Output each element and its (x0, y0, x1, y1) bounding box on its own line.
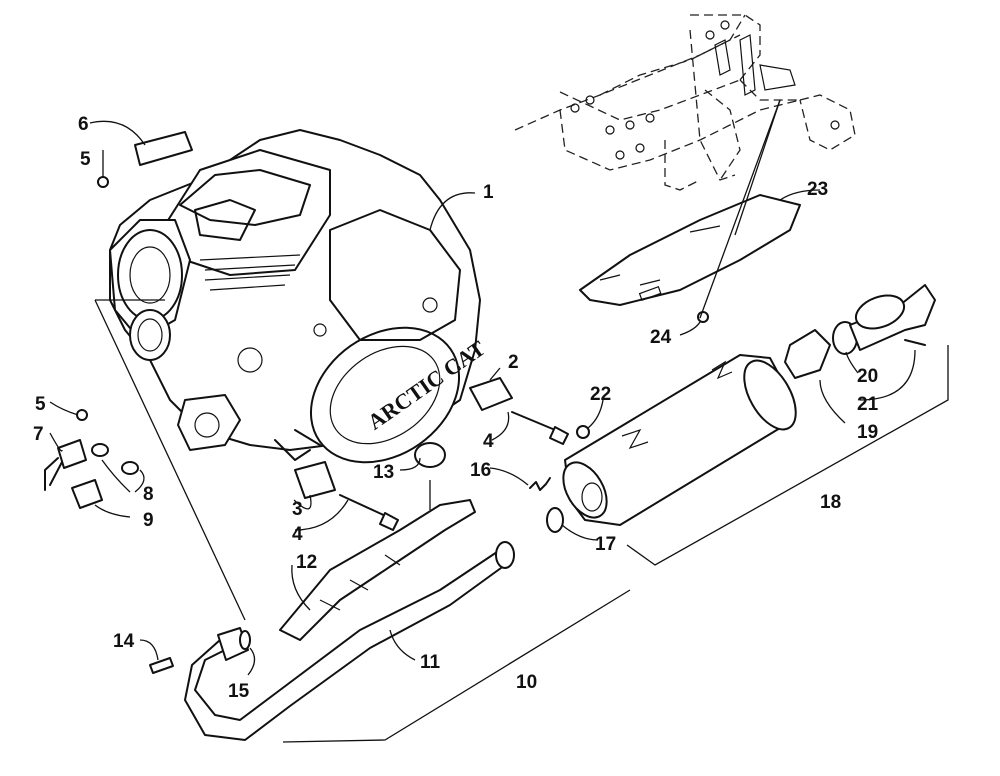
callout-22: 22 (590, 384, 611, 405)
callout-21: 21 (857, 394, 879, 415)
nut-top (97, 176, 109, 188)
callout-labels: 1 2 3 4 4 5 5 6 7 8 9 10 11 12 13 14 15 … (33, 114, 879, 702)
callout-8: 8 (143, 484, 154, 505)
gasket-17 (546, 507, 564, 533)
stud-2 (469, 377, 513, 411)
exhaust-header-pipe (184, 541, 515, 741)
callout-4b: 4 (292, 524, 303, 545)
callout-24: 24 (650, 327, 672, 348)
callout-7: 7 (33, 424, 44, 445)
callout-17: 17 (595, 534, 616, 555)
bolt-4a (511, 411, 561, 433)
clamp (414, 442, 446, 468)
callout-4a: 4 (483, 431, 494, 452)
tailpipe-20 (832, 284, 936, 355)
callout-19: 19 (857, 422, 878, 443)
callout-3: 3 (292, 499, 303, 520)
engine-assembly: ARCTIC CAT (109, 129, 490, 464)
gasket-15 (239, 630, 251, 650)
callout-23: 23 (807, 179, 828, 200)
callout-15: 15 (228, 681, 250, 702)
nut-22 (576, 425, 590, 439)
callout-12: 12 (296, 552, 317, 573)
callout-5b: 5 (35, 394, 46, 415)
stud-3 (294, 461, 336, 499)
screw-21 (904, 339, 926, 346)
callout-18: 18 (820, 492, 841, 513)
screw-24 (697, 311, 709, 323)
callout-13: 13 (373, 462, 394, 483)
callout-9: 9 (143, 510, 154, 531)
muffler (562, 354, 797, 526)
callout-2: 2 (508, 352, 519, 373)
spring-16 (529, 477, 551, 491)
callout-20: 20 (857, 366, 878, 387)
bracket-10 (282, 589, 631, 743)
callout-6: 6 (78, 114, 89, 135)
callout-10: 10 (516, 672, 537, 693)
sensor-group (44, 409, 139, 509)
heat-shield-tape (134, 131, 193, 166)
gasket-19 (784, 329, 831, 379)
frame-section (514, 14, 856, 191)
bolt-4b (339, 494, 391, 519)
muffler-heat-shield (579, 194, 801, 306)
callout-11: 11 (420, 652, 441, 673)
bracket-18 (626, 345, 949, 566)
leader-lines (49, 99, 916, 676)
bolt-14 (149, 657, 174, 674)
callout-14: 14 (113, 631, 135, 652)
callout-5a: 5 (80, 149, 91, 170)
callout-16: 16 (470, 460, 491, 481)
callout-1: 1 (483, 182, 494, 203)
